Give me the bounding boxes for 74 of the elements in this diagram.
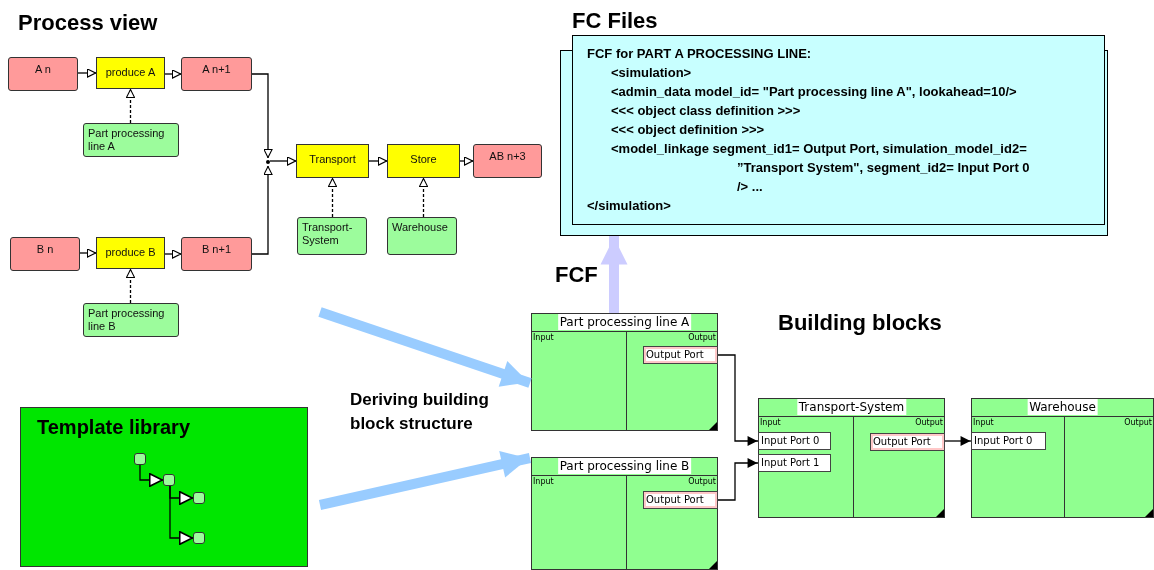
tree-node xyxy=(193,532,205,544)
output-label: Output xyxy=(915,418,943,428)
junction-dot xyxy=(266,160,270,164)
dashed-arrow xyxy=(418,177,429,218)
process-box: Transport xyxy=(296,144,369,178)
input-label: Input xyxy=(973,418,994,428)
section-heading: Building blocks xyxy=(778,310,942,336)
building-block xyxy=(531,313,718,431)
port-tag: Output Port xyxy=(870,433,945,451)
arrow xyxy=(944,436,972,446)
dashed-arrow xyxy=(125,88,136,124)
building-block xyxy=(971,398,1154,518)
code-line: <<< object class definition >>> xyxy=(610,102,802,120)
input-label: Input xyxy=(760,418,781,428)
resource-box: Transport-System xyxy=(297,217,367,255)
code-line: <simulation> xyxy=(610,64,693,82)
block-title: Transport-System xyxy=(796,399,907,415)
panel-heading: Template library xyxy=(37,416,191,439)
input-label: Input xyxy=(533,477,554,487)
code-line: <admin_data model_id= "Part processing line A", lookahead=10/> xyxy=(610,83,1018,101)
output-label: Output xyxy=(688,333,716,343)
tree-node xyxy=(134,453,146,465)
port-tag: Input Port 1 xyxy=(758,454,831,472)
port-tag: Output Port xyxy=(643,491,718,509)
building-block xyxy=(758,398,945,518)
block-title: Warehouse xyxy=(1027,399,1098,415)
process-box: produce B xyxy=(96,237,165,269)
state-box: A n xyxy=(8,57,78,91)
tree-node xyxy=(193,492,205,504)
dashed-arrow xyxy=(327,177,338,218)
block-arrow xyxy=(318,451,532,510)
output-label: Output xyxy=(1124,418,1152,428)
arrow xyxy=(164,249,182,259)
arrow xyxy=(77,68,97,78)
arrow xyxy=(169,485,194,546)
output-label: Output xyxy=(688,477,716,487)
library-panel xyxy=(20,407,308,567)
input-label: Input xyxy=(533,333,554,343)
port-tag: Input Port 0 xyxy=(758,432,831,450)
block-title: Part processing line A xyxy=(557,314,692,330)
arrow xyxy=(459,156,474,166)
code-line: <<< object definition >>> xyxy=(610,121,766,139)
port-tag: Output Port xyxy=(643,346,718,364)
tree-node xyxy=(163,474,175,486)
block-arrow xyxy=(600,236,628,313)
process-box: Store xyxy=(387,144,460,178)
process-box: produce A xyxy=(96,57,165,89)
arrow xyxy=(717,354,759,446)
resource-box: Part processing line A xyxy=(83,123,179,157)
arrow xyxy=(139,464,164,488)
arrow xyxy=(251,165,273,255)
code-line: <model_linkage segment_id1= Output Port, simulation_model_id2= ”Transport System", segment_id2= Input Port 0 /> ... xyxy=(610,140,1031,196)
section-heading: Process view xyxy=(18,10,158,36)
arrow xyxy=(164,69,182,79)
arrow xyxy=(79,248,97,258)
state-box: B n+1 xyxy=(181,237,252,271)
port-tag: Input Port 0 xyxy=(971,432,1046,450)
state-box: AB n+3 xyxy=(473,144,542,178)
block-arrow xyxy=(318,307,532,388)
section-heading: FC Files xyxy=(572,8,658,34)
dashed-arrow xyxy=(125,268,136,304)
card-heading: FCF for PART A PROCESSING LINE: xyxy=(587,45,813,63)
state-box: B n xyxy=(10,237,80,271)
state-box: A n+1 xyxy=(181,57,252,91)
code-line: </simulation> xyxy=(587,197,672,215)
arrow xyxy=(717,458,759,501)
arrow-caption: Deriving building block structure xyxy=(350,389,490,435)
building-block xyxy=(531,457,718,570)
arrow xyxy=(368,156,388,166)
resource-box: Warehouse xyxy=(387,217,457,255)
block-title: Part processing line B xyxy=(557,458,692,474)
resource-box: Part processing line B xyxy=(83,303,179,337)
arrow xyxy=(269,156,297,166)
arrow xyxy=(251,73,273,159)
